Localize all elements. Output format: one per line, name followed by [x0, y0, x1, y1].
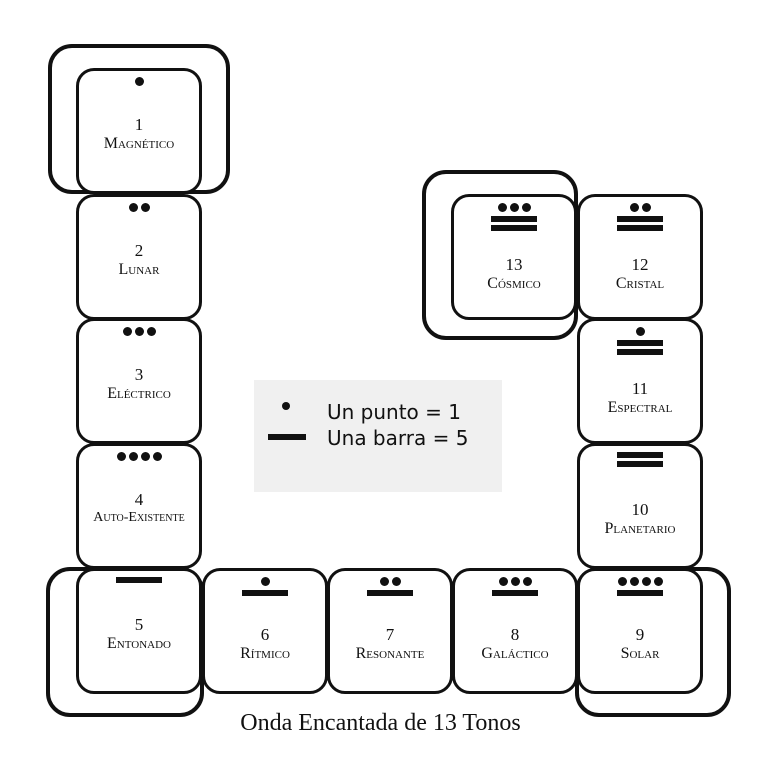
numeral-dot [641, 203, 651, 212]
numeral-dot [497, 203, 507, 212]
tone-name: Eléctrico [107, 384, 171, 402]
numeral-bar [242, 590, 288, 596]
numeral-dot [521, 203, 531, 212]
legend-dot-icon [282, 402, 290, 410]
tone-number: 5 [134, 615, 144, 634]
numeral-dot [379, 577, 389, 586]
numeral-dot [498, 577, 508, 586]
numeral-dot [134, 77, 144, 86]
numeral-dot [653, 577, 663, 586]
numeral-dot [116, 452, 126, 461]
numeral-bar [491, 225, 537, 231]
numeral-bar [617, 461, 663, 467]
numeral-dot [617, 577, 627, 586]
maya-numeral-icon [330, 577, 450, 596]
tone-number: 4 [134, 490, 144, 509]
tone-name: Lunar [118, 260, 160, 278]
maya-numeral-icon [79, 574, 199, 583]
maya-numeral-icon [205, 577, 325, 596]
tone-number: 2 [134, 241, 144, 260]
numeral-bar [617, 340, 663, 346]
numeral-dot [140, 203, 150, 212]
legend-dot-text: Un punto = 1 [327, 400, 461, 424]
numeral-dot [260, 577, 270, 586]
numeral-bar [617, 452, 663, 458]
tone-number: 11 [631, 379, 649, 398]
numeral-dot [140, 452, 150, 461]
tone-name: Rítmico [240, 644, 290, 662]
numeral-bar [617, 216, 663, 222]
maya-numeral-icon [580, 577, 700, 596]
numeral-dot [128, 203, 138, 212]
numeral-dot [522, 577, 532, 586]
tone-name: Magnético [103, 134, 175, 152]
tone-name: Cósmico [487, 274, 541, 292]
numeral-dot [134, 327, 144, 336]
numeral-dot [391, 577, 401, 586]
numeral-dot [641, 577, 651, 586]
tone-name: Auto-Existente [93, 509, 185, 525]
numeral-bar [617, 590, 663, 596]
tone-number: 6 [260, 625, 270, 644]
maya-numeral-icon [79, 203, 199, 213]
numeral-bar [116, 577, 162, 583]
tone-name: Planetario [604, 519, 676, 537]
tone-number: 13 [505, 255, 523, 274]
tone-name: Espectral [607, 398, 673, 416]
tone-number: 9 [635, 625, 645, 644]
numeral-dot [128, 452, 138, 461]
diagram-caption: Onda Encantada de 13 Tonos [240, 710, 521, 736]
maya-numeral-icon [455, 577, 575, 596]
legend: Un punto = 1 Una barra = 5 [254, 380, 502, 492]
tone-number: 1 [134, 115, 144, 134]
numeral-dot [146, 327, 156, 336]
numeral-dot [629, 203, 639, 212]
tone-name: Solar [620, 644, 660, 662]
maya-numeral-icon [454, 203, 574, 231]
numeral-dot [122, 327, 132, 336]
numeral-bar [492, 590, 538, 596]
maya-numeral-icon [79, 452, 199, 462]
numeral-dot [152, 452, 162, 461]
tone-name: Galáctico [481, 644, 549, 662]
tone-name: Entonado [107, 634, 171, 652]
maya-numeral-icon [580, 327, 700, 355]
tone-number: 12 [631, 255, 649, 274]
numeral-bar [617, 349, 663, 355]
maya-numeral-icon [79, 327, 199, 337]
tone-number: 3 [134, 365, 144, 384]
numeral-bar [367, 590, 413, 596]
numeral-dot [509, 203, 519, 212]
tone-number: 8 [510, 625, 520, 644]
numeral-bar [617, 225, 663, 231]
tone-name: Resonante [355, 644, 425, 662]
numeral-dot [510, 577, 520, 586]
numeral-dot [629, 577, 639, 586]
numeral-dot [635, 327, 645, 336]
tone-number: 10 [631, 500, 649, 519]
tone-number: 7 [385, 625, 395, 644]
maya-numeral-icon [79, 77, 199, 87]
legend-bar-icon [268, 434, 306, 440]
numeral-bar [491, 216, 537, 222]
tone-name: Cristal [615, 274, 665, 292]
legend-bar-text: Una barra = 5 [327, 426, 469, 450]
maya-numeral-icon [580, 449, 700, 467]
maya-numeral-icon [580, 203, 700, 231]
